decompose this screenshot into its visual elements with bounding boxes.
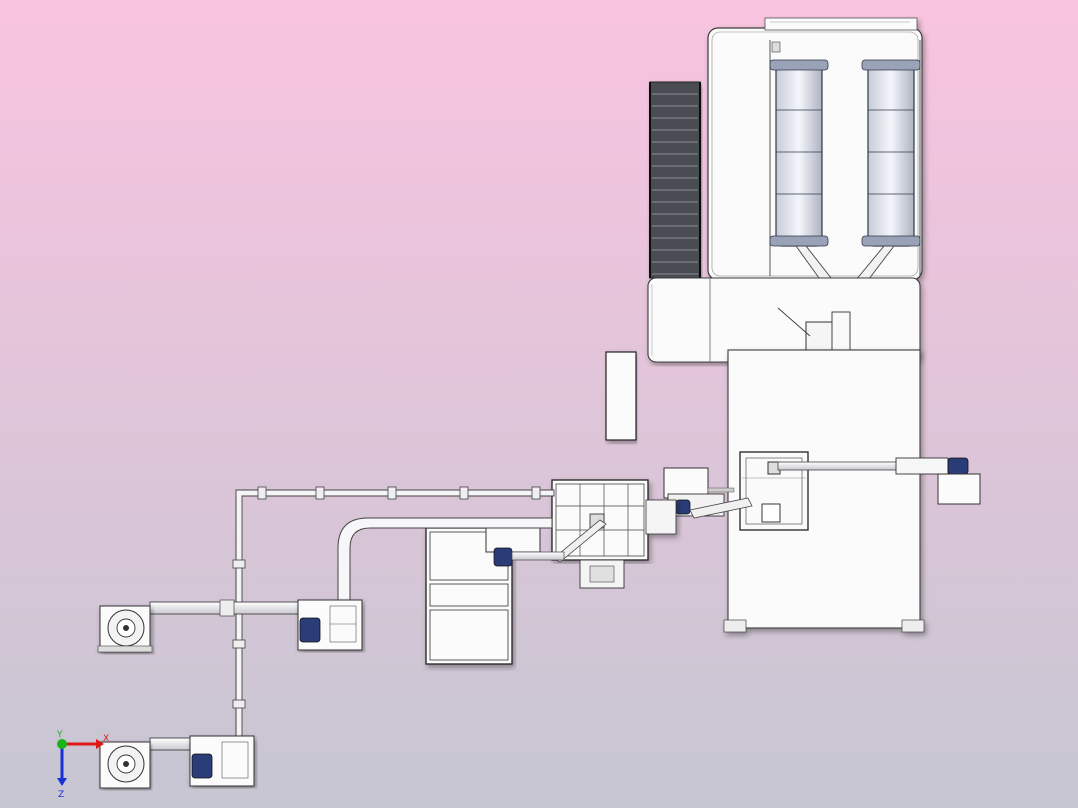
blower-upper-motor[interactable] xyxy=(297,599,363,651)
triad-z-label: Z xyxy=(58,790,64,800)
duct-flange xyxy=(232,639,246,649)
duct-flange xyxy=(232,699,246,709)
blower-lower-motor[interactable] xyxy=(189,735,255,787)
blower-lower[interactable] xyxy=(99,741,151,789)
right-transfer-conveyor[interactable] xyxy=(777,457,981,505)
duct-flange xyxy=(232,559,246,569)
tank-inlet-unit[interactable] xyxy=(485,517,565,567)
coordinate-triad: X Y Z xyxy=(56,730,109,800)
drum-left[interactable] xyxy=(769,59,829,247)
triad-y-axis-dot xyxy=(57,739,67,749)
triad-x-arrowhead xyxy=(96,739,104,749)
access-staircase[interactable] xyxy=(649,81,701,279)
duct-flange xyxy=(315,486,325,500)
control-cabinet[interactable] xyxy=(605,351,637,441)
walkway-platform[interactable] xyxy=(647,277,921,363)
triad-z-arrowhead xyxy=(57,778,67,786)
upper-blower-duct[interactable] xyxy=(149,599,341,617)
lower-air-duct[interactable] xyxy=(337,517,553,603)
filter-box-discharge[interactable] xyxy=(553,519,625,589)
duct-flange xyxy=(531,486,541,500)
duct-flange xyxy=(257,486,267,500)
mid-belt-conveyor[interactable] xyxy=(663,467,753,519)
triad-x-label: X xyxy=(103,734,109,744)
drum-right[interactable] xyxy=(861,59,921,247)
triad-y-label: Y xyxy=(56,730,63,740)
duct-flange xyxy=(387,486,397,500)
duct-flange xyxy=(459,486,469,500)
blower-upper[interactable] xyxy=(97,605,153,653)
